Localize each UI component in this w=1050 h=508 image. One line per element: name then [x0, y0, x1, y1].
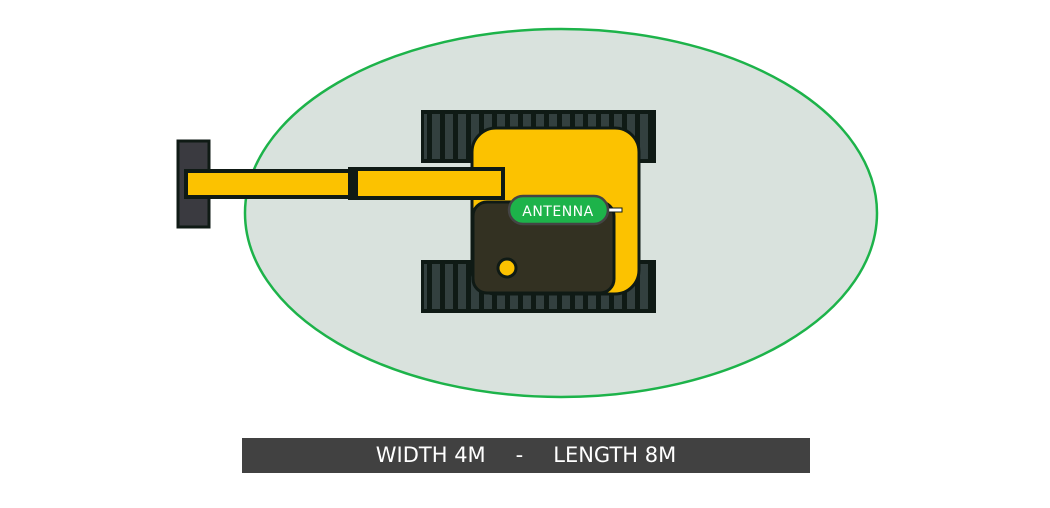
boom-arm-outer	[184, 169, 360, 199]
dimensions-banner: WIDTH 4M - LENGTH 8M	[242, 438, 810, 473]
dimension-separator: -	[515, 443, 524, 467]
cab-circle	[496, 257, 518, 279]
antenna-label: ANTENNA	[522, 204, 593, 220]
length-label: LENGTH 8M	[553, 443, 677, 467]
width-label: WIDTH 4M	[375, 443, 486, 467]
antenna-badge	[507, 194, 610, 226]
